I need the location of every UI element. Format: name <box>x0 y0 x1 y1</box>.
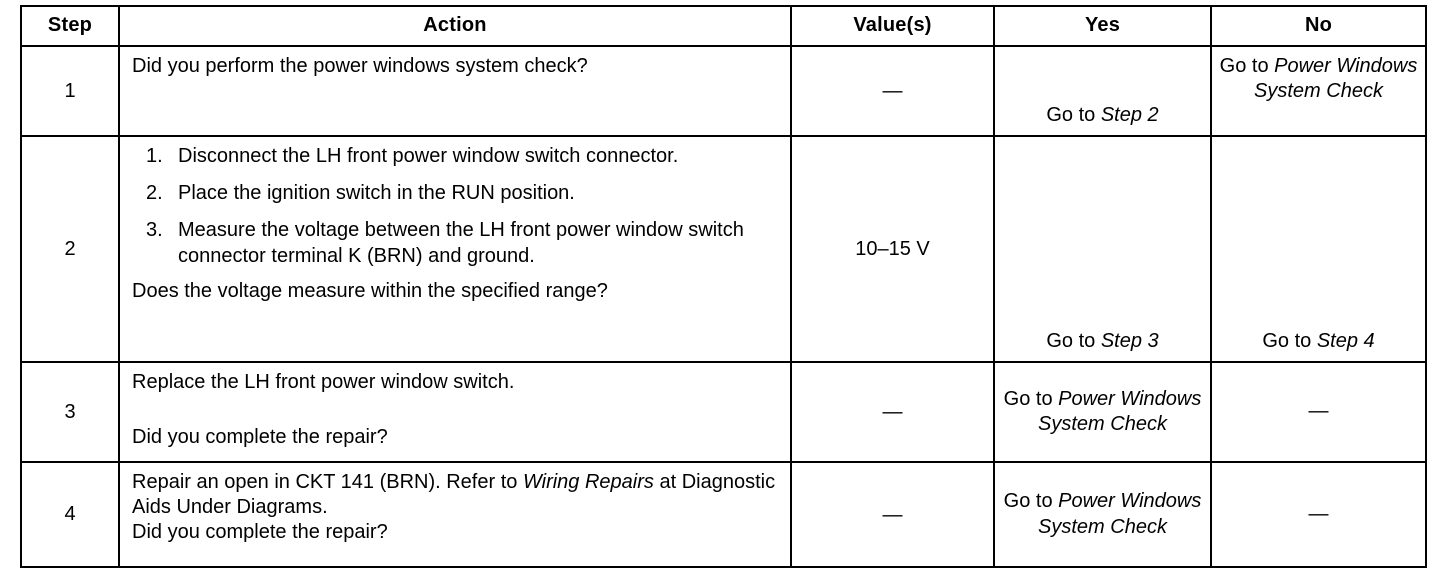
table-row: 3 Replace the LH front power window swit… <box>20 361 1427 463</box>
em-dash-icon: — <box>1308 400 1329 423</box>
step-number-1: 1 <box>64 79 76 102</box>
yes-cell-2: Go to Step 3 <box>993 135 1212 363</box>
step-number-3: 3 <box>64 400 76 423</box>
no-content-1: Go to Power Windows System Check <box>1212 47 1425 135</box>
action-cell-1: Did you perform the power windows system… <box>118 45 792 137</box>
no-content-3: — <box>1212 363 1425 461</box>
yes-content-3: Go to Power Windows System Check <box>995 363 1210 461</box>
no-cell-3: — <box>1210 361 1427 463</box>
yes-reference-3: Power Windows System Check <box>1038 387 1202 435</box>
column-header-value: Value(s) <box>790 5 995 47</box>
yes-reference-1: Step 2 <box>1100 103 1159 126</box>
action-cell-4: Repair an open in CKT 141 (BRN). Refer t… <box>118 461 792 568</box>
action-content-4: Repair an open in CKT 141 (BRN). Refer t… <box>120 463 790 566</box>
action-reference-4: Wiring Repairs <box>522 471 654 493</box>
step-number-4: 4 <box>64 503 76 525</box>
table-row: 1 Did you perform the power windows syst… <box>20 45 1427 137</box>
action-instruction-4: Repair an open in CKT 141 (BRN). Refer t… <box>132 470 780 520</box>
em-dash-icon: — <box>882 503 903 526</box>
action-instruction-pre-4: Repair an open in CKT 141 (BRN). Refer t… <box>132 471 523 493</box>
yes-prefix-4: Go to <box>1003 490 1059 513</box>
value-text-3: — <box>792 363 993 461</box>
value-text-1: — <box>792 47 993 135</box>
em-dash-icon: — <box>882 80 903 102</box>
yes-prefix-3: Go to <box>1003 387 1059 410</box>
column-header-yes: Yes <box>993 5 1212 47</box>
list-item: Measure the voltage between the LH front… <box>146 218 744 267</box>
action-question-2: Does the voltage measure within the spec… <box>132 279 608 302</box>
value-cell-4: — <box>790 461 995 568</box>
no-reference-2: Step 4 <box>1316 329 1375 352</box>
column-header-step: Step <box>20 5 120 47</box>
diagnostic-procedure-table: Step Action Value(s) Yes No 1 Did you pe… <box>20 5 1427 568</box>
value-cell-2: 10–15 V <box>790 135 995 363</box>
yes-content-2: Go to Step 3 <box>995 137 1210 361</box>
list-item: Disconnect the LH front power window swi… <box>146 144 679 169</box>
table-row: 2 Disconnect the LH front power window s… <box>20 135 1427 363</box>
action-instruction-post-4: at Diagnostic Aids Under Diagrams. <box>132 471 776 518</box>
no-cell-4: — <box>1210 461 1427 568</box>
action-question-3: Did you complete the repair? <box>132 426 388 448</box>
action-instruction-3: Replace the LH front power window switch… <box>132 371 515 393</box>
em-dash-icon: — <box>882 401 903 423</box>
yes-cell-3: Go to Power Windows System Check <box>993 361 1212 463</box>
action-step-list-2: Disconnect the LH front power window swi… <box>132 144 780 269</box>
action-question-4: Did you complete the repair? <box>132 521 388 543</box>
no-content-4: — <box>1212 463 1425 566</box>
no-content-2: Go to Step 4 <box>1212 137 1425 361</box>
action-question-1: Did you perform the power windows system… <box>132 55 588 77</box>
no-prefix-2: Go to <box>1262 329 1317 352</box>
table-header-row: Step Action Value(s) Yes No <box>20 5 1427 47</box>
yes-reference-2: Step 3 <box>1100 329 1159 352</box>
no-cell-1: Go to Power Windows System Check <box>1210 45 1427 137</box>
step-cell-1: 1 <box>20 45 120 137</box>
em-dash-icon: — <box>1308 502 1329 525</box>
yes-content-4: Go to Power Windows System Check <box>995 463 1210 566</box>
value-cell-1: — <box>790 45 995 137</box>
action-content-2: Disconnect the LH front power window swi… <box>120 137 790 361</box>
action-cell-2: Disconnect the LH front power window swi… <box>118 135 792 363</box>
column-header-action: Action <box>118 5 792 47</box>
table-row: 4 Repair an open in CKT 141 (BRN). Refer… <box>20 461 1427 568</box>
yes-prefix-1: Go to <box>1046 103 1101 126</box>
list-item: Place the ignition switch in the RUN pos… <box>146 181 575 206</box>
step-cell-2: 2 <box>20 135 120 363</box>
yes-cell-1: Go to Step 2 <box>993 45 1212 137</box>
yes-prefix-2: Go to <box>1046 329 1101 352</box>
no-reference-1: Power Windows System Check <box>1254 55 1418 103</box>
action-content-1: Did you perform the power windows system… <box>120 47 790 135</box>
action-content-3: Replace the LH front power window switch… <box>120 363 790 461</box>
yes-content-1: Go to Step 2 <box>995 47 1210 135</box>
yes-reference-4: Power Windows System Check <box>1038 490 1202 538</box>
no-prefix-1: Go to <box>1219 55 1275 77</box>
no-cell-2: Go to Step 4 <box>1210 135 1427 363</box>
step-cell-3: 3 <box>20 361 120 463</box>
column-header-no: No <box>1210 5 1427 47</box>
value-cell-3: — <box>790 361 995 463</box>
yes-cell-4: Go to Power Windows System Check <box>993 461 1212 568</box>
action-cell-3: Replace the LH front power window switch… <box>118 361 792 463</box>
step-number-2: 2 <box>64 237 76 260</box>
step-cell-4: 4 <box>20 461 120 568</box>
value-text-4: — <box>792 463 993 566</box>
value-text-2: 10–15 V <box>855 237 930 260</box>
